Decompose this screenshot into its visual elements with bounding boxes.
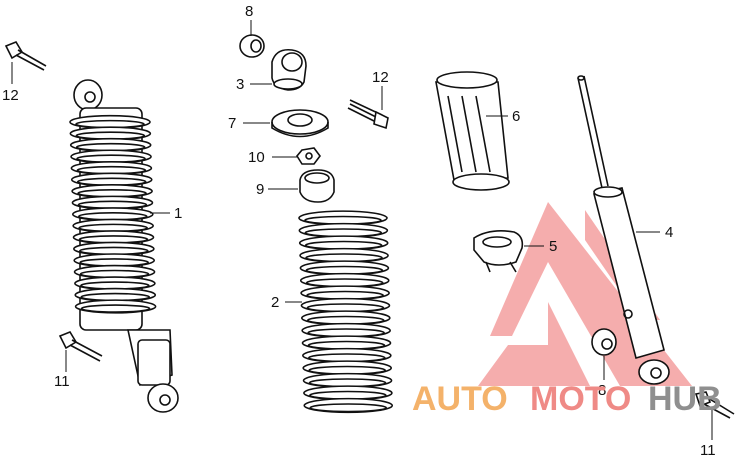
- spring-2: [298, 210, 394, 414]
- shock-absorber-1: [69, 79, 179, 413]
- callout-12-left: 12: [2, 87, 19, 104]
- callout-1: 1: [174, 205, 182, 222]
- bushing-8-top: [239, 34, 265, 58]
- callout-9: 9: [256, 181, 264, 198]
- callout-2: 2: [271, 294, 279, 311]
- bolt-12-right: [347, 99, 389, 130]
- spring-seat-7: [271, 109, 329, 138]
- dust-cover-6: [435, 71, 510, 191]
- callout-8-top: 8: [245, 3, 253, 20]
- bolt-12-left: [4, 41, 47, 71]
- spring-coil-1: [74, 299, 157, 314]
- watermark-text: AUTO MOTO HUB: [412, 380, 722, 418]
- callout-4: 4: [665, 224, 673, 241]
- callout-3: 3: [236, 76, 244, 93]
- callout-5: 5: [549, 238, 557, 255]
- watermark-logo: [478, 202, 692, 386]
- callout-7: 7: [228, 115, 236, 132]
- callout-11-left: 11: [54, 373, 70, 390]
- nut-10: [296, 147, 321, 165]
- callout-10: 10: [248, 149, 265, 166]
- bushing-8-bottom: [591, 328, 617, 356]
- callout-12-right: 12: [372, 69, 389, 86]
- upper-seat-3: [271, 48, 307, 91]
- watermark-text-auto: AUTO: [412, 380, 508, 418]
- spring-coil-1-inner: [80, 304, 151, 313]
- watermark-text-moto: MOTO: [530, 380, 631, 418]
- bolt-11-right: [694, 391, 735, 419]
- spring-coils-1: [69, 114, 157, 314]
- spring-coil-2-inner: [309, 403, 388, 413]
- bolt-11-left: [58, 331, 103, 362]
- bump-rubber-9: [299, 169, 335, 203]
- stopper-ring-5: [473, 230, 524, 273]
- watermark-text-hub: HUB: [648, 380, 722, 418]
- callout-8-bottom: 8: [598, 382, 606, 399]
- damper-4: [577, 75, 670, 385]
- callout-6: 6: [512, 108, 520, 125]
- callout-11-right: 11: [700, 442, 716, 458]
- spring-coil-2: [303, 397, 394, 414]
- leader-lines: [11, 20, 713, 440]
